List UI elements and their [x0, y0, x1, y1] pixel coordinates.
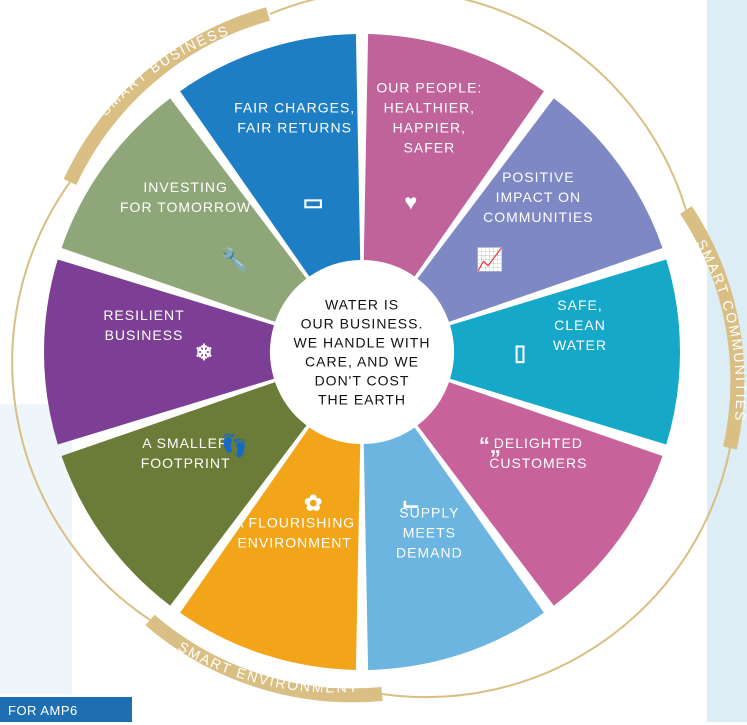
center-text-line: OUR BUSINESS.	[301, 316, 424, 332]
ring-arc	[680, 206, 745, 450]
ring-label-communities: SMART COMMUNITIES	[693, 237, 747, 423]
flower-icon: ✿	[304, 490, 322, 515]
left-side-panel	[0, 404, 72, 694]
wrench-icon: 🔧	[220, 246, 247, 272]
segment-label-supply: SUPPLY MEETS DEMAND	[396, 504, 463, 560]
segment-label-line: INVESTING	[143, 179, 227, 195]
segment-label-line: MEETS	[403, 524, 456, 540]
snowflake-icon: ❄	[195, 340, 213, 365]
segment-label-line: FAIR CHARGES,	[234, 100, 355, 116]
center-text: WATER IS OUR BUSINESS. WE HANDLE WITH CARE,…	[294, 297, 431, 408]
segment-label-customers: DELIGHTED CUSTOMERS	[489, 435, 587, 471]
segment-label-clean-water: SAFE, CLEAN WATER	[553, 297, 607, 353]
segment-label-line: RESILIENT	[103, 307, 184, 323]
segment-label-communities: POSITIVE IMPACT ON COMMUNITIES	[483, 169, 594, 225]
segment-resilient	[43, 259, 274, 445]
segment-label-line: A FLOURISHING	[234, 514, 355, 530]
footer-tab: FOR AMP6	[0, 697, 132, 722]
center-text-line: DON'T COST	[315, 373, 410, 389]
segment-footprint	[61, 382, 307, 606]
pipe-icon: ⌙	[402, 490, 420, 515]
segment-label-line: A SMALLER	[142, 435, 229, 451]
segment-label-people: OUR PEOPLE: HEALTHIER, HAPPIER, SAFER	[376, 80, 482, 156]
growth-chart-icon: 📈	[476, 247, 503, 272]
segment-label-line: SAFE,	[557, 297, 602, 313]
ring-thin-arc	[11, 181, 151, 621]
segment-investing	[61, 98, 307, 322]
segment-label-line: CUSTOMERS	[489, 455, 587, 471]
center-text-line: CARE, AND WE	[305, 354, 419, 370]
ring-thin-arc	[269, 0, 687, 211]
segment-environment	[180, 427, 361, 670]
segment-label-resilient: RESILIENT BUSINESS	[103, 307, 184, 343]
segment-label-line: ENVIRONMENT	[237, 534, 351, 550]
segment-label-line: FAIR RETURNS	[237, 120, 352, 136]
segment-label-line: WATER	[553, 337, 607, 353]
wallet-icon: ▭	[303, 190, 324, 215]
segment-label-line: FOOTPRINT	[141, 455, 231, 471]
segment-label-line: OUR PEOPLE:	[376, 80, 482, 96]
segment-customers	[417, 382, 663, 606]
segment-label-line: POSITIVE	[502, 169, 575, 185]
segment-label-line: SAFER	[404, 140, 456, 156]
center-text-line: WE HANDLE WITH	[294, 335, 431, 351]
center-circle	[272, 262, 452, 442]
outer-ring	[11, 0, 745, 703]
segment-label-line: DEMAND	[396, 544, 463, 560]
segment-label-line: HAPPIER,	[393, 120, 466, 136]
water-glass-icon: ▯	[514, 340, 526, 365]
segment-label-line: FOR TOMORROW	[120, 199, 251, 215]
center-text-line: THE EARTH	[318, 392, 406, 408]
segment-clean-water	[450, 259, 681, 445]
heart-icon: ♥	[404, 190, 417, 215]
center-text-line: WATER IS	[325, 297, 399, 313]
segment-label-line: BUSINESS	[105, 327, 184, 343]
segment-label-line: IMPACT ON	[496, 189, 582, 205]
segment-label-line: HEALTHIER,	[384, 100, 475, 116]
ring-thin-arc	[381, 447, 731, 699]
segment-label-charges: FAIR CHARGES, FAIR RETURNS	[234, 100, 355, 136]
footprint-icon: 👣	[220, 432, 247, 459]
segment-people	[363, 34, 544, 277]
wheel-segments: OUR PEOPLE: HEALTHIER, HAPPIER, SAFER ♥ POSIT…	[43, 34, 681, 670]
segment-label-investing: INVESTING FOR TOMORROW	[120, 179, 251, 215]
segment-label-line: CLEAN	[554, 317, 606, 333]
segment-communities	[417, 98, 663, 322]
ring-arc	[63, 7, 270, 185]
ring-arc	[145, 614, 383, 703]
segment-label-footprint: A SMALLER FOOTPRINT	[141, 435, 231, 471]
quote-icon: “„	[479, 433, 501, 458]
segment-label-line: SUPPLY	[399, 504, 459, 520]
segment-label-environment: A FLOURISHING ENVIRONMENT	[234, 514, 355, 550]
segment-label-line: DELIGHTED	[494, 435, 583, 451]
segment-charges	[180, 34, 361, 277]
segment-supply	[363, 427, 544, 670]
segment-label-line: COMMUNITIES	[483, 209, 594, 225]
